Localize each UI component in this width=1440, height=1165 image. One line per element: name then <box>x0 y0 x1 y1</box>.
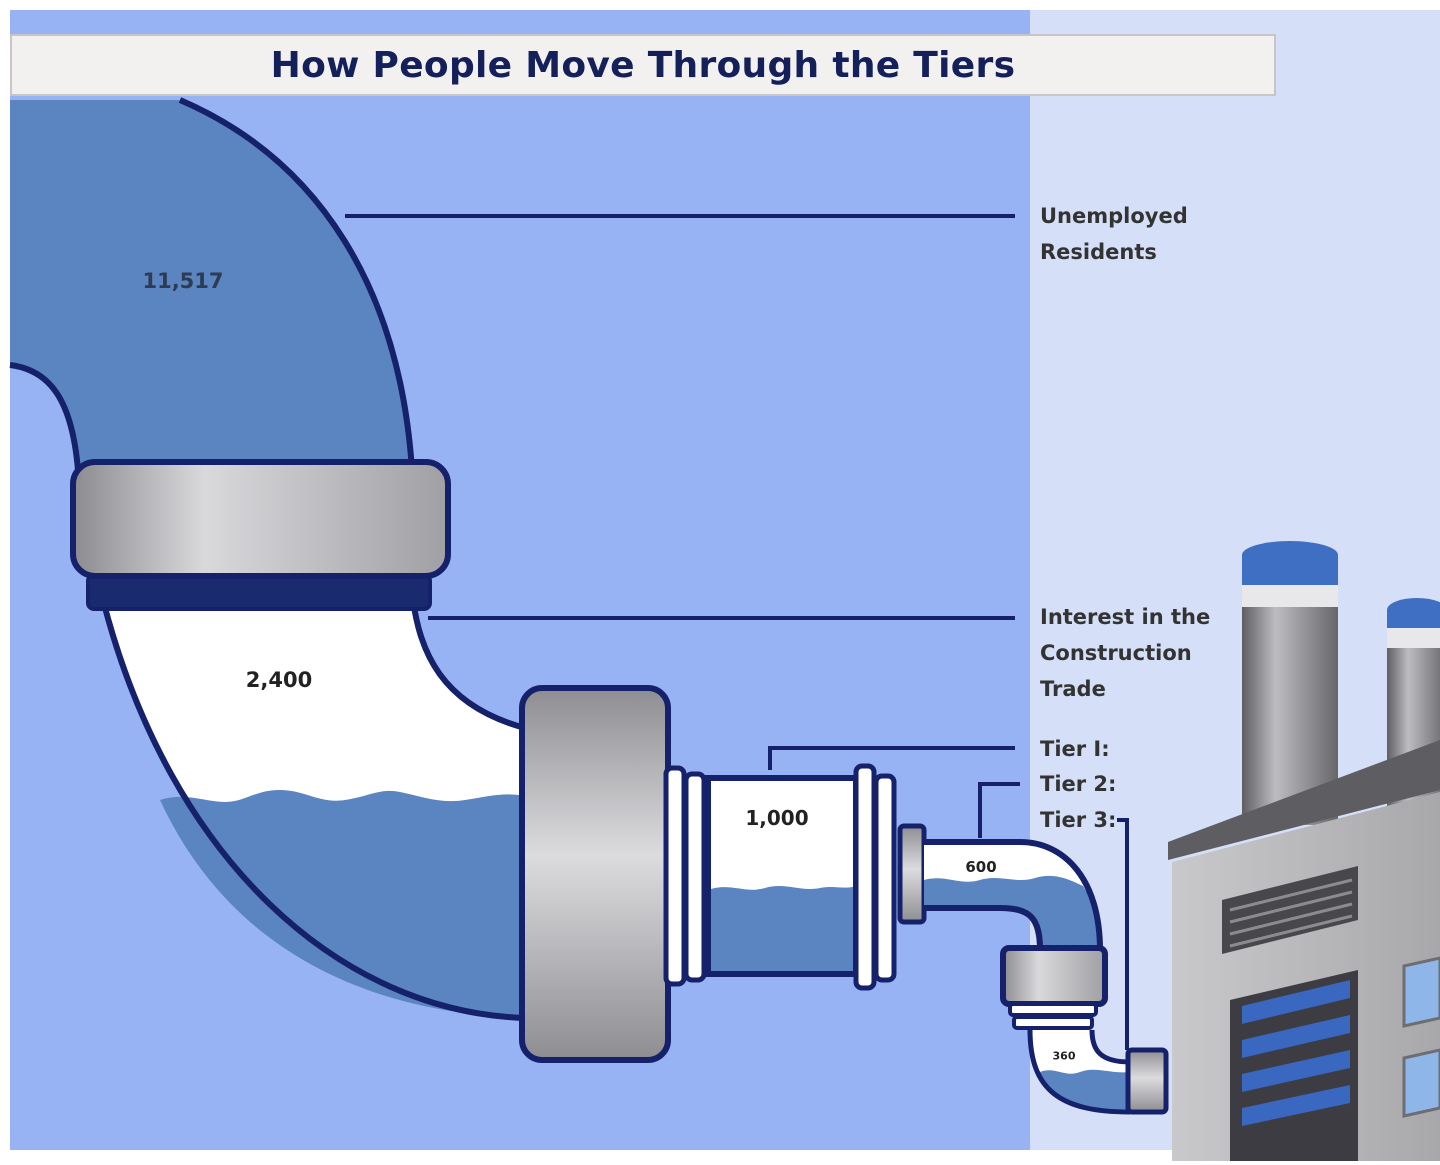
value-tier2: 600 <box>965 858 997 876</box>
tier3-pipe <box>1027 1029 1169 1115</box>
label-interest: Interest in the Construction Trade <box>1040 605 1211 701</box>
title-banner: How People Move Through the Tiers <box>10 34 1276 96</box>
label-unemployed: Unemployed Residents <box>1040 204 1188 264</box>
unemployed-pipe <box>10 100 412 470</box>
label-tier1: Tier I: <box>1040 737 1110 761</box>
value-tier1: 1,000 <box>745 806 809 830</box>
page-title: How People Move Through the Tiers <box>270 44 1016 86</box>
leader-tier2 <box>978 782 1020 838</box>
label-tier3: Tier 3: <box>1040 808 1117 832</box>
leader-tier1 <box>768 746 1015 770</box>
factory-icon <box>1168 541 1440 1161</box>
tier2-pipe <box>897 823 1108 1030</box>
value-tier3: 360 <box>1052 1049 1076 1063</box>
tier1-tank <box>663 763 897 991</box>
value-interest: 2,400 <box>245 668 313 692</box>
large-flange <box>519 685 671 1063</box>
value-unemployed: 11,517 <box>142 269 224 293</box>
leader-tier3 <box>1117 818 1129 1050</box>
label-tier2: Tier 2: <box>1040 772 1117 796</box>
main-coupling <box>70 459 451 611</box>
